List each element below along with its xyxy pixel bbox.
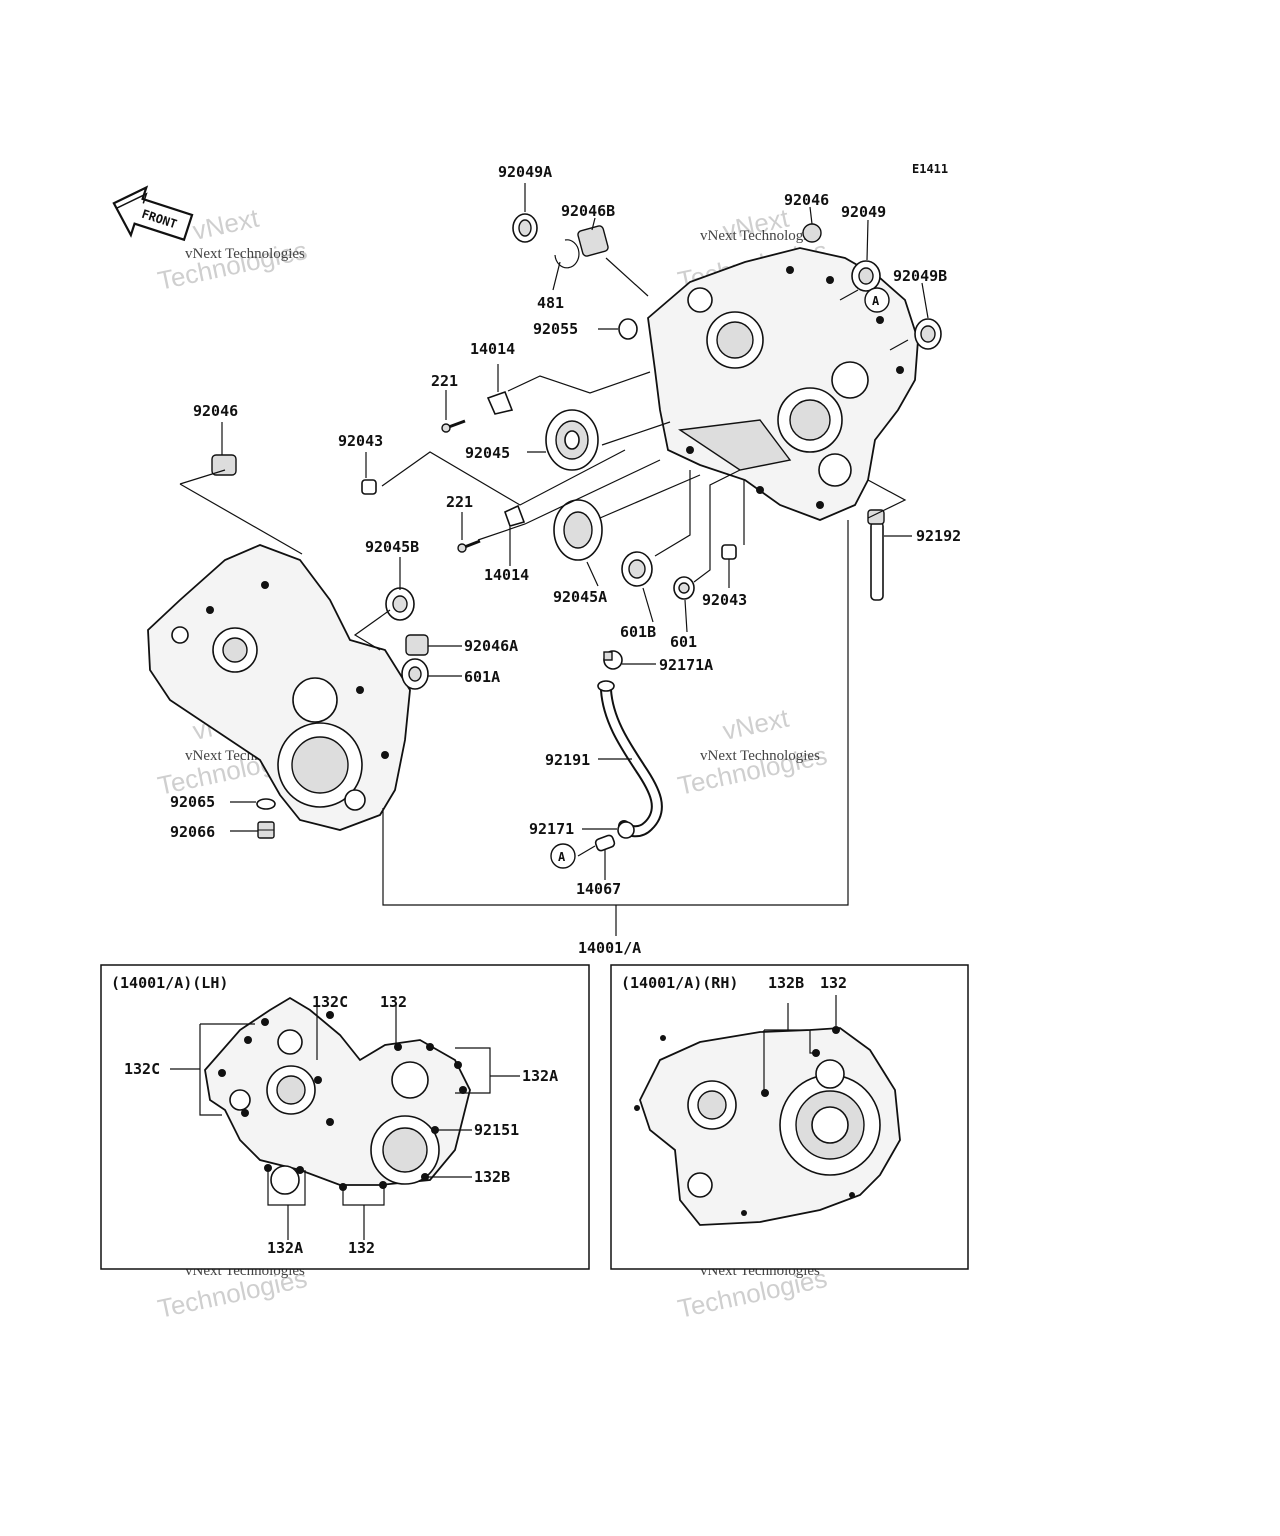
ball-bearing-601-icon — [673, 576, 695, 600]
rh-label-132B: 132B — [768, 974, 804, 992]
callout-601A: 601A — [464, 668, 500, 686]
callout-601: 601 — [670, 633, 697, 651]
callout-92049: 92049 — [841, 203, 886, 221]
dowel-92043-right-icon — [721, 544, 737, 560]
callout-92065: 92065 — [170, 793, 215, 811]
bearing-92046-icon — [802, 223, 822, 243]
clamp-92171-icon — [617, 821, 635, 839]
reference-marker-label: A — [558, 850, 566, 864]
screw-221-top-icon — [441, 419, 466, 433]
bolt-markers — [634, 1026, 855, 1216]
callout-labels: 92049A 92046B 481 92055 92046 92049 9204… — [170, 163, 961, 957]
callout-481: 481 — [537, 294, 564, 312]
ball-bearing-92045-icon — [545, 409, 599, 471]
lh-label-132B: 132B — [474, 1168, 510, 1186]
callout-92046-top: 92046 — [784, 191, 829, 209]
lh-label-132C-top: 132C — [312, 993, 348, 1011]
leader-lines — [179, 183, 929, 936]
callout-92055: 92055 — [533, 320, 578, 338]
o-ring-92055-icon — [618, 318, 638, 340]
watermark-big-line1: vNext — [190, 203, 262, 246]
callout-92046-left: 92046 — [193, 402, 238, 420]
rh-panel-title: (14001/A)(RH) — [621, 974, 738, 992]
watermark-small: vNext Technologies — [700, 228, 820, 244]
rh-label-132: 132 — [820, 974, 847, 992]
callout-601B: 601B — [620, 623, 656, 641]
ball-bearing-92045B-icon — [385, 587, 415, 621]
callout-92171A: 92171A — [659, 656, 713, 674]
callout-14014-mid: 14014 — [484, 566, 529, 584]
plate-14014-top-icon — [486, 390, 514, 415]
clamp-92171A-icon — [603, 650, 623, 670]
plate-14014-mid-icon — [504, 504, 526, 527]
callout-92049A: 92049A — [498, 163, 552, 181]
lh-panel-title: (14001/A)(LH) — [111, 974, 228, 992]
lh-label-132C-left: 132C — [124, 1060, 160, 1078]
callout-14067: 14067 — [576, 880, 621, 898]
reference-marker-label: A — [872, 294, 880, 308]
callout-14001A: 14001/A — [578, 939, 641, 957]
front-arrow-icon: FRONT — [112, 185, 194, 242]
lh-detail-panel: (14001/A)(LH) — [100, 964, 590, 1270]
oil-seal-92049B-icon — [914, 318, 942, 350]
needle-bearing-92046B-icon — [577, 225, 609, 257]
oil-seal-92049-icon — [851, 260, 881, 292]
callout-221-top: 221 — [431, 372, 458, 390]
callout-92171: 92171 — [529, 820, 574, 838]
needle-bearing-92046A-icon — [405, 634, 429, 656]
rh-detail-panel: (14001/A)(RH) 132B 132 — [610, 964, 969, 1270]
watermark-big-line2: Technologies — [155, 235, 310, 296]
screw-221-mid-icon — [457, 539, 481, 553]
callout-92192: 92192 — [916, 527, 961, 545]
oil-seal-92049A-icon — [512, 213, 538, 243]
callout-92191: 92191 — [545, 751, 590, 769]
callout-92046B: 92046B — [561, 202, 615, 220]
callout-92045B: 92045B — [365, 538, 419, 556]
lh-label-132A-bottom: 132A — [267, 1239, 303, 1257]
watermark-big-line1: vNext — [720, 703, 792, 746]
callout-92043-right: 92043 — [702, 591, 747, 609]
reference-marker-a-case: A — [864, 287, 890, 313]
watermark-small: vNext Technologies — [700, 748, 820, 764]
fitting-14067-icon — [594, 834, 616, 852]
lh-label-132-top: 132 — [380, 993, 407, 1011]
ball-bearing-601B-icon — [621, 551, 653, 587]
callout-92045: 92045 — [465, 444, 510, 462]
watermark-small: vNext Technologies — [185, 246, 305, 262]
callout-92045A: 92045A — [553, 588, 607, 606]
lh-label-132-bottom: 132 — [348, 1239, 375, 1257]
lh-label-92151: 92151 — [474, 1121, 519, 1139]
tube-92192-icon — [867, 509, 885, 601]
needle-bearing-92046-left-icon — [211, 454, 237, 476]
callout-92066: 92066 — [170, 823, 215, 841]
left-crankcase-half — [147, 544, 411, 831]
callout-221-mid: 221 — [446, 493, 473, 511]
watermark-mid-right: vNext Technologies vNext Technologies — [675, 703, 830, 801]
washer-92065-icon — [256, 798, 276, 810]
reference-marker-a-hose: A — [550, 843, 576, 869]
lh-label-132A-right: 132A — [522, 1067, 558, 1085]
ball-bearing-601A-icon — [401, 658, 429, 690]
diagram-code: E1411 — [912, 162, 948, 176]
circlip-481-icon — [554, 239, 580, 269]
drain-plug-92066-icon — [257, 821, 275, 839]
ball-bearing-92045A-icon — [553, 499, 603, 561]
callout-14014-top: 14014 — [470, 340, 515, 358]
callout-92049B: 92049B — [893, 267, 947, 285]
bolt-markers — [218, 1011, 467, 1191]
callout-92046A: 92046A — [464, 637, 518, 655]
right-crankcase-half — [647, 247, 919, 521]
callout-92043-left: 92043 — [338, 432, 383, 450]
dowel-92043-left-icon — [361, 479, 377, 495]
